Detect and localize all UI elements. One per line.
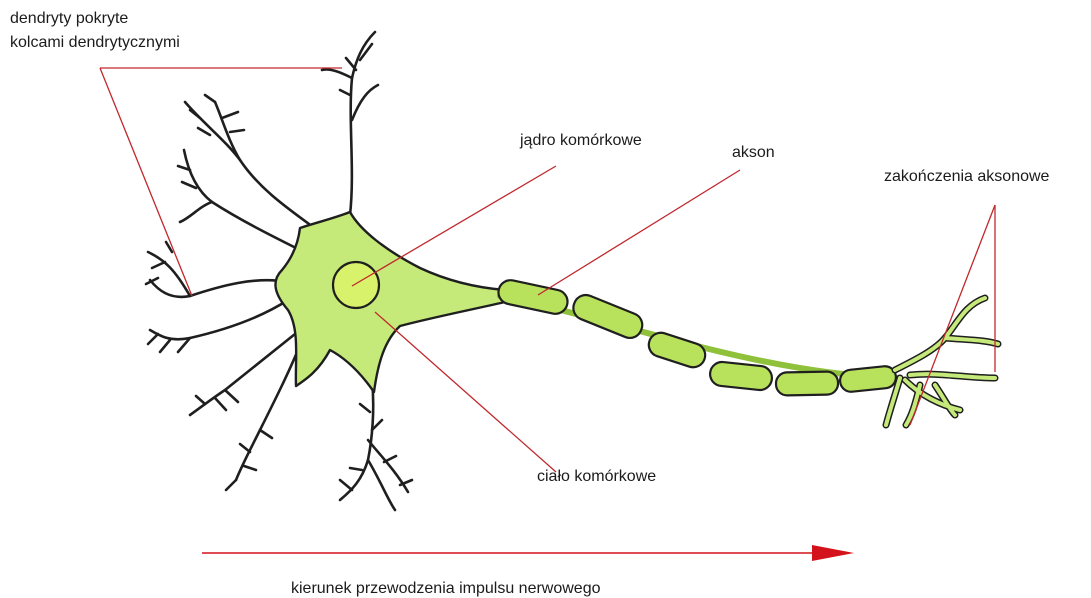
label-dendrites-line1: dendryty pokryte [10, 8, 128, 30]
label-nucleus: jądro komórkowe [520, 130, 642, 152]
leader-dendrites-left [100, 68, 192, 296]
leader-axon [538, 170, 740, 295]
cell-body-shape [275, 212, 505, 392]
nucleus-shape [333, 262, 379, 308]
leader-lines [100, 68, 995, 472]
leader-cell-body [375, 312, 556, 472]
leader-terminals-left [910, 205, 995, 425]
label-axon-terminals: zakończenia aksonowe [884, 166, 1049, 188]
label-axon: akson [732, 142, 775, 164]
axon-terminals [886, 298, 998, 425]
leader-nucleus [352, 166, 556, 286]
myelin-segments [496, 278, 897, 396]
label-cell-body: ciało komórkowe [537, 466, 656, 488]
impulse-direction-arrow [202, 545, 854, 561]
label-dendrites-line2: kolcami dendrytycznymi [10, 32, 180, 54]
label-impulse-direction: kierunek przewodzenia impulsu nerwowego [291, 578, 601, 598]
